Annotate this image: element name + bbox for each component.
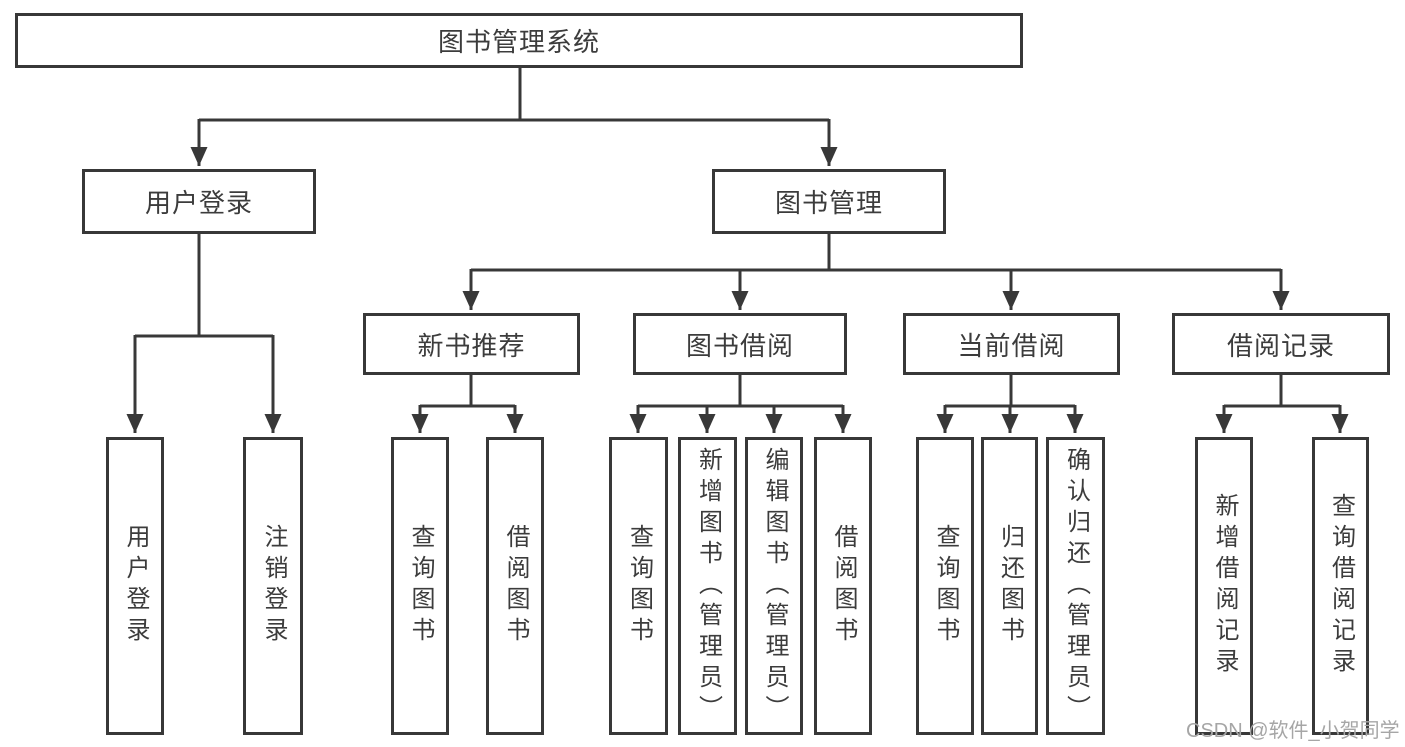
leaf-logout-login: 注销登录 <box>243 437 303 735</box>
node-current-borrow-label: 当前借阅 <box>957 330 1066 361</box>
connector-book-borrow-branch <box>638 375 843 408</box>
leaf-nbr-borrow-books: 借阅图书 <box>486 437 544 735</box>
leaf-bb-borrow-books-label: 借阅图书 <box>830 524 857 648</box>
connector-user-login-branch <box>135 234 273 338</box>
leaf-br-query-record: 查询借阅记录 <box>1312 437 1369 735</box>
node-user-login: 用户登录 <box>82 169 316 234</box>
connector-borrow-records-branch <box>1224 375 1340 408</box>
node-new-book-recommend-label: 新书推荐 <box>417 330 526 361</box>
leaf-cb-confirm-return-admin-label: 确认归还（管理员） <box>1062 446 1090 726</box>
leaf-nbr-query-books-label: 查询图书 <box>407 524 434 648</box>
connector-new-book-branch <box>420 375 515 408</box>
leaf-user-login: 用户登录 <box>106 437 164 735</box>
node-book-management-label: 图书管理 <box>774 188 883 218</box>
node-borrow-records: 借阅记录 <box>1172 313 1390 375</box>
leaf-bb-query-books-label: 查询图书 <box>625 524 653 648</box>
connector-current-borrow-branch <box>945 375 1075 408</box>
leaf-cb-query-books: 查询图书 <box>916 437 974 735</box>
node-book-borrow-label: 图书借阅 <box>685 330 794 361</box>
leaf-bb-add-books-admin-label: 新增图书（管理员） <box>694 446 722 726</box>
leaf-cb-return-books-label: 归还图书 <box>996 524 1024 648</box>
leaf-cb-return-books: 归还图书 <box>981 437 1038 735</box>
leaf-bb-add-books-admin: 新增图书（管理员） <box>678 437 737 735</box>
leaf-nbr-borrow-books-label: 借阅图书 <box>502 524 529 648</box>
node-root: 图书管理系统 <box>15 13 1023 68</box>
leaf-br-add-record-label: 新增借阅记录 <box>1211 493 1238 679</box>
leaf-br-query-record-label: 查询借阅记录 <box>1327 493 1355 679</box>
connector-root-branch <box>199 68 829 122</box>
leaf-cb-query-books-label: 查询图书 <box>932 524 959 648</box>
leaf-bb-query-books: 查询图书 <box>609 437 668 735</box>
leaf-bb-edit-books-admin: 编辑图书（管理员） <box>745 437 803 735</box>
node-book-management: 图书管理 <box>712 169 946 234</box>
csdn-watermark: CSDN @软件_小贺同学 <box>1186 720 1400 742</box>
leaf-user-login-label: 用户登录 <box>122 524 149 648</box>
node-new-book-recommend: 新书推荐 <box>363 313 580 375</box>
leaf-bb-borrow-books: 借阅图书 <box>814 437 872 735</box>
node-root-label: 图书管理系统 <box>437 27 600 57</box>
node-current-borrow: 当前借阅 <box>903 313 1120 375</box>
leaf-br-add-record: 新增借阅记录 <box>1195 437 1253 735</box>
leaf-logout-login-label: 注销登录 <box>260 524 287 648</box>
node-user-login-label: 用户登录 <box>144 188 253 218</box>
node-book-borrow: 图书借阅 <box>633 313 847 375</box>
connector-book-management-branch <box>471 234 1281 272</box>
node-borrow-records-label: 借阅记录 <box>1226 330 1335 361</box>
leaf-bb-edit-books-admin-label: 编辑图书（管理员） <box>761 446 788 726</box>
leaf-nbr-query-books: 查询图书 <box>391 437 449 735</box>
leaf-cb-confirm-return-admin: 确认归还（管理员） <box>1046 437 1105 735</box>
